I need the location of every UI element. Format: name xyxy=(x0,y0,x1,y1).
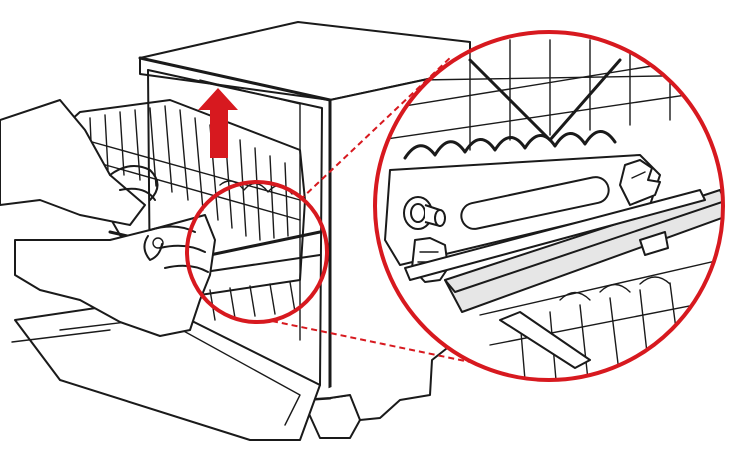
tub-back-wall xyxy=(199,79,301,341)
thumb-nail xyxy=(152,237,164,249)
right-thumb xyxy=(143,235,163,261)
magnifier-circle xyxy=(373,30,725,382)
rack-tines xyxy=(84,105,301,321)
dishwasher-foot xyxy=(304,404,361,439)
zoom-diagonal-wire xyxy=(468,58,622,142)
zoom-latch-clip xyxy=(619,159,661,206)
zoom-latch-clip-inner xyxy=(631,171,646,179)
zoom-upper-rail xyxy=(404,189,706,281)
magnified-detail xyxy=(375,32,723,380)
callout-leader-bottom xyxy=(271,320,471,363)
right-hand xyxy=(14,214,216,337)
tub-inner-frame xyxy=(147,69,323,386)
zoom-main-rail-top xyxy=(444,199,723,293)
door-inner-panel xyxy=(59,317,301,426)
detail-highlight-circle xyxy=(185,180,329,324)
left-arm xyxy=(0,99,146,226)
floor-line xyxy=(11,329,111,343)
left-hand xyxy=(0,99,159,226)
left-fingers xyxy=(109,165,159,201)
arrow-up-icon xyxy=(198,88,238,158)
zoom-bracket xyxy=(639,231,669,256)
zoom-wavy-tines xyxy=(403,130,617,160)
zoom-lower-bar xyxy=(499,311,591,369)
zoom-slot xyxy=(460,176,610,230)
dishwasher-base xyxy=(299,329,471,421)
zoom-stud-pin xyxy=(403,196,446,230)
